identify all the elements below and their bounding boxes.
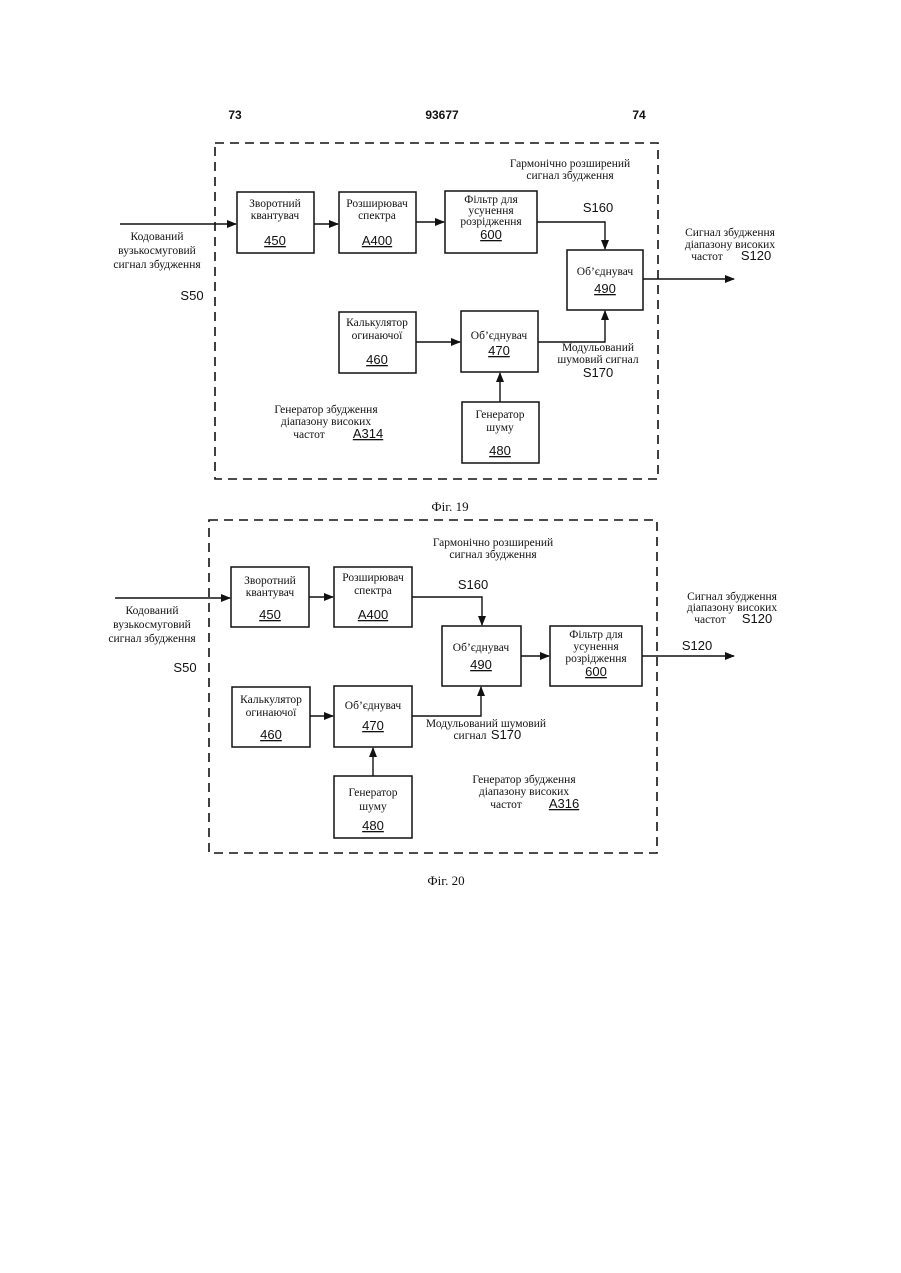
fig20-arrow-a400-490 [412,597,482,625]
fig19-envelope-title-1: Калькулятор [346,317,408,329]
fig20-noise-ref: 480 [362,818,384,833]
fig19-input-label-1: Кодований [131,231,184,243]
fig19-arrow-470-490 [538,311,605,342]
fig20-input-label-2: вузькосмуговий [113,619,191,631]
fig20-output-signal: S120 [742,611,772,626]
fig19-input-label-3: сигнал збудження [113,259,201,271]
fig20-extender-title-2: спектра [354,585,392,597]
fig20-noise-label-1: Модульований шумовий [426,718,546,730]
fig19-block-envelope: Калькулятор огинаючої 460 [339,312,416,373]
fig20-harmonic-label-1: Гармонічно розширений [433,537,553,549]
fig20-harmonic-label-2: сигнал збудження [449,549,537,561]
fig19-output-label-3: частот [691,251,723,263]
fig19-combiner470-title: Об’єднувач [471,330,528,342]
fig20-dequant-title-2: квантувач [246,587,295,599]
fig20-generator-ref: A316 [549,796,579,811]
fig19-block-noise-generator: Генератор шуму 480 [462,402,539,463]
fig19-generator-label-3: частот [293,429,325,441]
fig19-noise-label-1: Модульований [562,342,634,354]
fig19-dequant-ref: 450 [264,233,286,248]
fig19-arrow-600-490 [537,222,605,249]
fig20-dequant-title-1: Зворотний [244,575,296,587]
fig19-envelope-ref: 460 [366,352,388,367]
fig20-block-extender: Розширювач спектра A400 [334,567,412,627]
document-number: 93677 [425,108,459,122]
fig19-filter-ref: 600 [480,227,502,242]
fig20-block-envelope: Калькулятор огинаючої 460 [232,687,310,747]
fig19-block-dequantizer: Зворотний квантувач 450 [237,192,314,253]
fig20-combiner490-ref: 490 [470,657,492,672]
fig20-block-dequantizer: Зворотний квантувач 450 [231,567,309,627]
fig19-noise-title-2: шуму [486,422,514,434]
fig19-combiner470-ref: 470 [488,343,510,358]
fig20-extender-ref: A400 [358,607,388,622]
fig20-noise-title-1: Генератор [348,787,397,799]
fig19-s160-label: S160 [583,200,613,215]
fig19-extender-ref: A400 [362,233,392,248]
fig19-noise-title-1: Генератор [475,409,524,421]
fig19-dequant-title-2: квантувач [251,210,300,222]
fig20-block-combiner-470: Об’єднувач 470 [334,686,412,747]
fig20-extender-title-1: Розширювач [342,572,404,584]
fig20-input-label-1: Кодований [126,605,179,617]
fig20-block-noise-generator: Генератор шуму 480 [334,776,412,838]
fig19-output-label-1: Сигнал збудження [685,227,776,239]
fig19-dequant-title-1: Зворотний [249,198,301,210]
fig19-block-combiner-470: Об’єднувач 470 [461,311,538,372]
fig20-envelope-title-1: Калькулятор [240,694,302,706]
fig20-filter-ref: 600 [585,664,607,679]
fig19-generator-label-1: Генератор збудження [274,404,378,416]
fig20-combiner470-title: Об’єднувач [345,700,402,712]
fig20-generator-label-3: частот [490,799,522,811]
fig20-noise-signal: S170 [491,727,521,742]
fig19-combiner490-title: Об’єднувач [577,266,634,278]
figure-19: Гармонічно розширений сигнал збудження К… [113,143,775,514]
fig20-input-label-3: сигнал збудження [108,633,196,645]
fig19-generator-ref: A314 [353,426,383,441]
fig20-dequant-ref: 450 [259,607,281,622]
fig19-noise-ref: 480 [489,443,511,458]
fig19-output-signal: S120 [741,248,771,263]
fig20-caption: Фіг. 20 [427,873,464,888]
fig20-generator-label-1: Генератор збудження [472,774,576,786]
fig19-harmonic-label-2: сигнал збудження [526,170,614,182]
fig20-combiner470-ref: 470 [362,718,384,733]
fig20-output-label-3: частот [694,614,726,626]
fig20-envelope-ref: 460 [260,727,282,742]
fig19-input-signal: S50 [180,288,203,303]
fig20-input-signal: S50 [173,660,196,675]
fig19-caption: Фіг. 19 [431,499,468,514]
fig20-s160-label: S160 [458,577,488,592]
fig20-arrow-470-490 [412,687,481,716]
page-number-right: 74 [632,108,646,122]
fig19-harmonic-label-1: Гармонічно розширений [510,158,630,170]
fig20-filter-title-1: Фільтр для [569,629,623,641]
page-number-left: 73 [228,108,242,122]
fig19-noise-signal: S170 [583,365,613,380]
fig19-combiner490-ref: 490 [594,281,616,296]
fig19-block-filter: Фільтр для усунення розрідження 600 [445,191,537,253]
fig19-extender-title-1: Розширювач [346,198,408,210]
fig19-extender-title-2: спектра [358,210,396,222]
fig20-combiner490-title: Об’єднувач [453,642,510,654]
fig20-envelope-title-2: огинаючої [246,707,298,719]
fig19-envelope-title-2: огинаючої [352,330,404,342]
fig19-input-label-2: вузькосмуговий [118,245,196,257]
fig20-block-combiner-490: Об’єднувач 490 [442,626,521,686]
fig20-noise-label-2: сигнал [453,730,486,742]
figure-20: Гармонічно розширений сигнал збудження К… [108,520,777,888]
fig19-block-combiner-490: Об’єднувач 490 [567,250,643,310]
fig20-filter-title-2: усунення [573,641,619,653]
fig20-block-filter: Фільтр для усунення розрідження 600 [550,626,642,686]
fig20-output-signal-line: S120 [682,638,712,653]
fig19-block-extender: Розширювач спектра A400 [339,192,416,253]
fig20-noise-title-2: шуму [359,801,387,813]
